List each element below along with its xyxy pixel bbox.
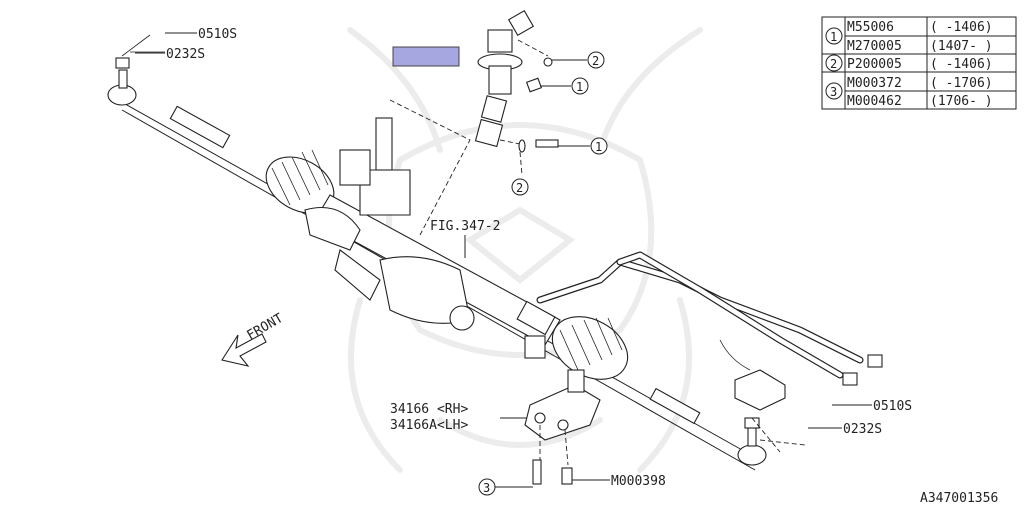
callout-left-tie-rod: 0510S 0232S (135, 27, 237, 62)
legend-range: ( -1406) (930, 20, 993, 35)
legend-part: M000372 (847, 76, 902, 91)
legend-part: M000462 (847, 94, 902, 109)
ref-3-bottom: 3 (483, 481, 490, 495)
callout-34166-rh: 34166 <RH> (390, 402, 468, 417)
legend-part: P200005 (847, 57, 902, 72)
legend-range: (1706- ) (930, 94, 993, 109)
legend-range: ( -1706) (930, 76, 993, 91)
hydraulic-hose (536, 251, 883, 411)
fig-ref-label: FIG.347-2 (430, 219, 500, 234)
highlighted-part-box[interactable] (392, 46, 460, 67)
callout-34166A-lh: 34166A<LH> (390, 418, 468, 433)
ref-1-top: 1 (576, 80, 583, 94)
legend-ref-1: 1 (830, 30, 837, 44)
legend-ref-2: 2 (830, 57, 837, 71)
legend-ref-3: 3 (830, 85, 837, 99)
fig-reference: FIG.347-2 (430, 219, 500, 258)
ref-1-mid: 1 (595, 140, 602, 154)
part-legend-table: 1 2 3 M55006 ( -1406) M270005 (1407- ) P… (821, 16, 1017, 110)
ref-2-mid: 2 (516, 181, 523, 195)
diagram-id: A347001356 (920, 491, 998, 506)
legend-part: M270005 (847, 39, 902, 54)
bracket-assembly (524, 335, 601, 485)
callout-uj: 2 1 1 2 (511, 51, 608, 196)
front-direction-arrow: FRONT (221, 311, 287, 367)
watermark-emblem (347, 27, 703, 473)
left-tie-rod-end (107, 34, 231, 149)
front-label: FRONT (245, 311, 287, 344)
universal-joint-shaft (389, 9, 559, 236)
legend-part: M55006 (847, 20, 894, 35)
callout-bolts: 3 M000398 (478, 474, 666, 496)
steering-rack-body (304, 117, 561, 346)
right-tie-rod-end (649, 387, 806, 466)
callout-0232S-right: 0232S (843, 422, 882, 437)
callout-right-tie-rod: 0510S 0232S (808, 399, 912, 437)
legend-range: (1407- ) (930, 39, 993, 54)
callout-M000398: M000398 (611, 474, 666, 489)
callout-0510S-left: 0510S (198, 27, 237, 42)
right-bellows (516, 300, 629, 380)
callout-0510S-right: 0510S (873, 399, 912, 414)
ref-2-top: 2 (592, 54, 599, 68)
legend-range: ( -1406) (930, 57, 993, 72)
callout-0232S-left: 0232S (166, 47, 205, 62)
callout-bracket: 34166 <RH> 34166A<LH> (390, 402, 527, 433)
